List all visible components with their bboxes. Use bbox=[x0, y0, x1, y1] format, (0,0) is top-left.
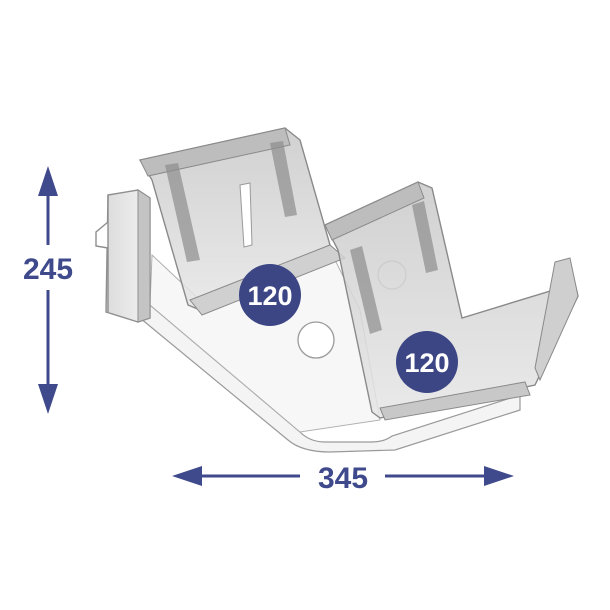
base-plate bbox=[139, 249, 521, 453]
pocket-size-label: 120 bbox=[404, 348, 449, 378]
left-pocket bbox=[138, 127, 346, 316]
width-label: 345 bbox=[318, 462, 368, 495]
pocket-badge-right: 120 bbox=[396, 331, 458, 393]
pocket-badge-left: 120 bbox=[239, 264, 301, 326]
mounting-hole bbox=[297, 321, 335, 359]
height-label: 245 bbox=[23, 253, 73, 286]
arrow-right-icon bbox=[484, 466, 514, 486]
height-dimension: 245 bbox=[23, 166, 73, 414]
right-pocket bbox=[324, 181, 579, 421]
arrow-up-icon bbox=[38, 166, 58, 196]
arrow-left-icon bbox=[172, 466, 202, 486]
width-dimension: 345 bbox=[172, 462, 514, 495]
pocket-size-label: 120 bbox=[247, 281, 292, 311]
slatwall-bracket bbox=[95, 189, 151, 323]
arrow-down-icon bbox=[38, 384, 58, 414]
